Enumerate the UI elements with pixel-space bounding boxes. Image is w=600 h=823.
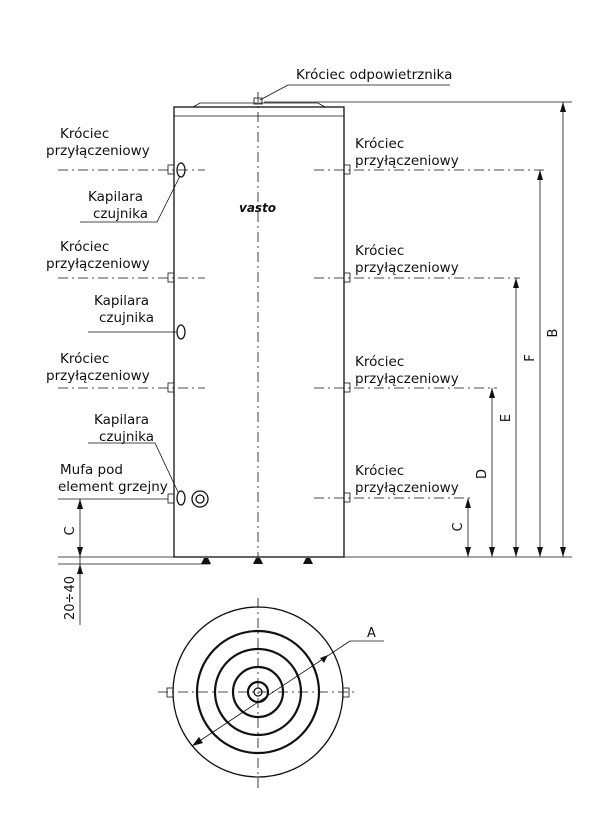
heater-sleeve-line-2: element grzejny (58, 479, 168, 495)
dim-feet-label: 20÷40 (63, 576, 78, 620)
dim-d-arrow-bottom (489, 547, 495, 557)
sensor-3-leader (88, 442, 179, 493)
sensor-2-line-1: Kapilara (94, 293, 149, 309)
dim-e-arrow-bottom (513, 547, 519, 557)
tank-front-view: vasto (173, 92, 345, 564)
left-nozzles (58, 162, 209, 508)
sensor-3-line-2: czujnika (99, 429, 154, 445)
left-conn-1-label: Króciec przyłączeniowy (46, 126, 150, 159)
dim-c-right-arrow-bottom (465, 547, 471, 557)
right-nozzle-3 (343, 382, 351, 393)
dim-c-left-arrow-top (77, 499, 83, 509)
right-conn-4-line-2: przyłączeniowy (355, 480, 459, 496)
dim-c-right-arrow-top (465, 498, 471, 508)
sensor-2-label: Kapilara czujnika (94, 293, 154, 326)
brand-logo: vasto (239, 201, 276, 215)
tank-top-view: A (158, 598, 384, 790)
sensor-1-line-1: Kapilara (88, 189, 143, 205)
dim-feet-arrow-top (77, 564, 83, 574)
tank-body (173, 106, 345, 558)
dim-f-arrow-bottom (537, 547, 543, 557)
sensor-capillary-3-ring (176, 490, 186, 506)
dim-e-label: E (499, 414, 514, 422)
dim-b-arrow-top (560, 102, 566, 112)
right-conn-1-line-1: Króciec (355, 136, 404, 152)
right-conn-4-label: Króciec przyłączeniowy (355, 463, 459, 496)
dim-c-left-label: C (63, 526, 78, 535)
heater-sleeve-nozzle (167, 493, 175, 504)
dimension-lines (58, 101, 572, 625)
sensor-2-line-2: czujnika (99, 310, 154, 326)
right-conn-1-label: Króciec przyłączeniowy (355, 136, 459, 169)
right-nozzle-1 (343, 164, 351, 175)
left-conn-2-label: Króciec przyłączeniowy (46, 239, 150, 272)
sensor-3-label: Kapilara czujnika (94, 412, 154, 445)
tank-foot-right (303, 558, 313, 564)
left-nozzle-1 (167, 164, 175, 175)
heater-flange-inner (195, 494, 205, 504)
text-labels: Króciec odpowietrznika Króciec przyłącze… (46, 67, 459, 496)
dim-d-arrow-top (489, 388, 495, 398)
left-conn-1-line-1: Króciec (60, 126, 109, 142)
left-conn-3-line-2: przyłączeniowy (46, 368, 150, 384)
right-conn-1-line-2: przyłączeniowy (355, 153, 459, 169)
leader-lines (80, 84, 450, 493)
left-nozzle-3 (167, 382, 175, 393)
dim-a-label: A (367, 626, 376, 641)
left-nozzle-2 (167, 272, 175, 283)
dimension-labels: B F E D C C 20÷40 (63, 329, 561, 620)
sensor-1-line-2: czujnika (93, 206, 148, 222)
tank-top-cap (191, 102, 327, 108)
top-view-ring-5 (253, 687, 263, 697)
top-view-nozzle-left (166, 687, 174, 698)
right-conn-3-line-1: Króciec (355, 354, 404, 370)
dim-c-right-label: C (451, 522, 466, 531)
right-conn-2-label: Króciec przyłączeniowy (355, 243, 459, 276)
tank-foot-center (253, 558, 263, 564)
right-nozzle-4 (343, 492, 351, 503)
dim-f-label: F (523, 354, 538, 361)
dim-a-arrow-start (192, 737, 203, 746)
right-nozzle-2 (343, 272, 351, 283)
dim-b-arrow-bottom (560, 547, 566, 557)
tank-foot-left (201, 558, 211, 564)
right-conn-3-line-2: przyłączeniowy (355, 371, 459, 387)
dim-f-arrow-top (537, 170, 543, 180)
top-view-ring-2 (213, 647, 303, 737)
sensor-3-line-1: Kapilara (94, 412, 149, 428)
right-conn-2-line-1: Króciec (355, 243, 404, 259)
dim-a-arrow-end (320, 655, 328, 663)
sensor-1-leader (80, 175, 181, 223)
left-conn-3-line-1: Króciec (60, 351, 109, 367)
heater-sleeve-line-1: Mufa pod (60, 462, 123, 478)
heater-flange-outer (191, 490, 209, 508)
sensor-1-label: Kapilara czujnika (88, 189, 148, 222)
right-conn-3-label: Króciec przyłączeniowy (355, 354, 459, 387)
dim-b-label: B (546, 329, 561, 338)
left-conn-2-line-1: Króciec (60, 239, 109, 255)
left-conn-1-line-2: przyłączeniowy (46, 143, 150, 159)
dim-d-label: D (475, 469, 490, 479)
left-conn-2-line-2: przyłączeniowy (46, 256, 150, 272)
top-view-ring-3 (231, 665, 285, 719)
top-view-ring-1 (195, 629, 321, 755)
right-conn-2-line-2: przyłączeniowy (355, 260, 459, 276)
top-vent-label: Króciec odpowietrznika (296, 67, 452, 83)
heater-sleeve-label: Mufa pod element grzejny (58, 462, 168, 495)
right-conn-4-line-1: Króciec (355, 463, 404, 479)
sensor-capillary-2-ring (176, 324, 186, 340)
vent-leader (259, 84, 450, 101)
left-conn-3-label: Króciec przyłączeniowy (46, 351, 150, 384)
right-nozzles (314, 164, 545, 503)
dim-e-arrow-top (513, 278, 519, 288)
top-view-nozzle-right (342, 687, 350, 698)
